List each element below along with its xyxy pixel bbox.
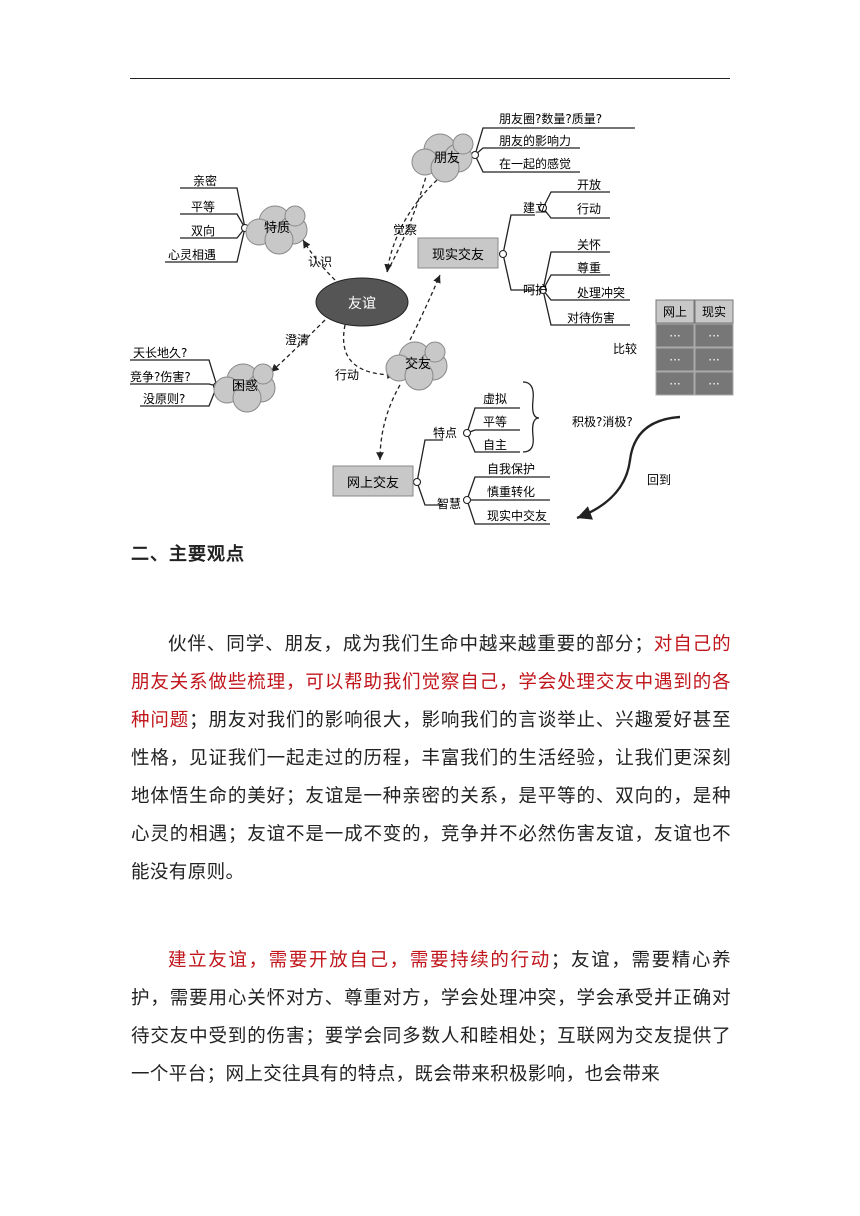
compare-table: 网上 现实 ··· ··· ··· ··· ··· ··· bbox=[655, 299, 734, 396]
online-feature-item: 虚拟 bbox=[483, 392, 507, 406]
confuse-item: 没原则? bbox=[143, 391, 185, 406]
real-care-item: 尊重 bbox=[577, 260, 601, 275]
trait-item: 平等 bbox=[191, 200, 215, 214]
friend-item: 朋友圈?数量?质量? bbox=[499, 111, 602, 126]
return-label: 回到 bbox=[647, 473, 671, 487]
trait-node-label: 特质 bbox=[264, 221, 290, 236]
make-friend-cloud bbox=[385, 341, 448, 391]
trait-item: 双向 bbox=[191, 223, 215, 238]
confuse-node-label: 困惑 bbox=[232, 378, 258, 394]
paragraph-1-highlight: 对自己的朋友关系做些梳理，可以帮助我们觉察自己，学会处理交友中遇到的各种问题 bbox=[131, 634, 731, 731]
compare-head-real: 现实 bbox=[702, 304, 726, 319]
edge-know: 认识 bbox=[308, 255, 332, 269]
friend-node-label: 朋友 bbox=[434, 150, 460, 166]
friend-cloud bbox=[411, 133, 474, 183]
paragraph-1-text: 伙伴、同学、朋友，成为我们生命中越来越重要的部分； bbox=[168, 634, 654, 655]
compare-head-online: 网上 bbox=[663, 305, 687, 319]
confuse-cloud bbox=[213, 363, 276, 413]
real-care-item: 关怀 bbox=[577, 238, 601, 252]
online-friend-label: 网上交友 bbox=[347, 475, 399, 491]
online-friend-box bbox=[332, 465, 414, 497]
edge-clarify: 澄清 bbox=[285, 332, 309, 347]
center-node bbox=[315, 277, 409, 327]
real-build-label: 建立 bbox=[523, 200, 547, 215]
trait-item: 亲密 bbox=[193, 173, 217, 188]
compare-cell: ··· bbox=[669, 329, 680, 343]
paragraph-2-highlight: 建立友谊，需要开放自己，需要持续的行动 bbox=[168, 950, 551, 971]
online-wisdom-item: 现实中交友 bbox=[487, 508, 547, 523]
real-build-item: 开放 bbox=[577, 177, 601, 192]
online-wisdom-label: 智慧 bbox=[437, 496, 461, 511]
online-wisdom-item: 自我保护 bbox=[487, 462, 535, 476]
trait-item: 心灵相遇 bbox=[168, 248, 216, 262]
paragraph-1: 伙伴、同学、朋友，成为我们生命中越来越重要的部分；对自己的朋友关系做些梳理，可以… bbox=[131, 626, 731, 892]
make-friend-node-label: 交友 bbox=[405, 356, 431, 372]
edge-perceive: 觉察 bbox=[393, 223, 417, 237]
friend-item: 在一起的感觉 bbox=[499, 156, 571, 171]
online-wisdom-item: 慎重转化 bbox=[487, 484, 535, 499]
friendship-mind-map: 友谊 朋友 特质 困惑 交友 现实交友 网上交友 觉察 认识 澄清 行动 朋友圈… bbox=[130, 111, 734, 525]
compare-cell: ··· bbox=[669, 377, 680, 391]
real-build-item: 行动 bbox=[577, 202, 601, 216]
real-friend-label: 现实交友 bbox=[432, 247, 484, 263]
header-rule bbox=[130, 78, 730, 79]
compare-cell: ··· bbox=[708, 377, 719, 391]
friend-item: 朋友的影响力 bbox=[499, 133, 571, 148]
center-label: 友谊 bbox=[348, 296, 376, 312]
paragraph-1-text: ；朋友对我们的影响很大，影响我们的言谈举止、兴趣爱好甚至性格，见证我们一起走过的… bbox=[131, 710, 732, 883]
confuse-item: 竞争?伤害? bbox=[130, 369, 191, 384]
real-care-item: 处理冲突 bbox=[577, 285, 625, 300]
online-feature-item: 平等 bbox=[483, 415, 507, 429]
trait-cloud bbox=[245, 205, 308, 255]
real-friend-box bbox=[417, 237, 499, 269]
real-care-label: 呵护 bbox=[523, 283, 547, 297]
paragraph-2: 建立友谊，需要开放自己，需要持续的行动；友谊，需要精心养护，需要用心关怀对方、尊… bbox=[131, 942, 731, 1094]
confuse-item: 天长地久? bbox=[133, 346, 187, 360]
real-care-item: 对待伤害 bbox=[567, 310, 615, 325]
positive-negative-label: 积极?消极? bbox=[572, 415, 633, 429]
compare-cell: ··· bbox=[669, 353, 680, 367]
paragraph-2-text: ；友谊，需要精心养护，需要用心关怀对方、尊重对方，学会处理冲突，学会承受并正确对… bbox=[131, 950, 731, 1085]
online-feature-label: 特点 bbox=[433, 425, 457, 440]
compare-cell: ··· bbox=[708, 329, 719, 343]
online-feature-item: 自主 bbox=[483, 438, 507, 452]
edge-act: 行动 bbox=[335, 368, 359, 382]
compare-label: 比较 bbox=[613, 341, 637, 356]
section-heading: 二、主要观点 bbox=[131, 544, 245, 565]
compare-cell: ··· bbox=[708, 353, 719, 367]
